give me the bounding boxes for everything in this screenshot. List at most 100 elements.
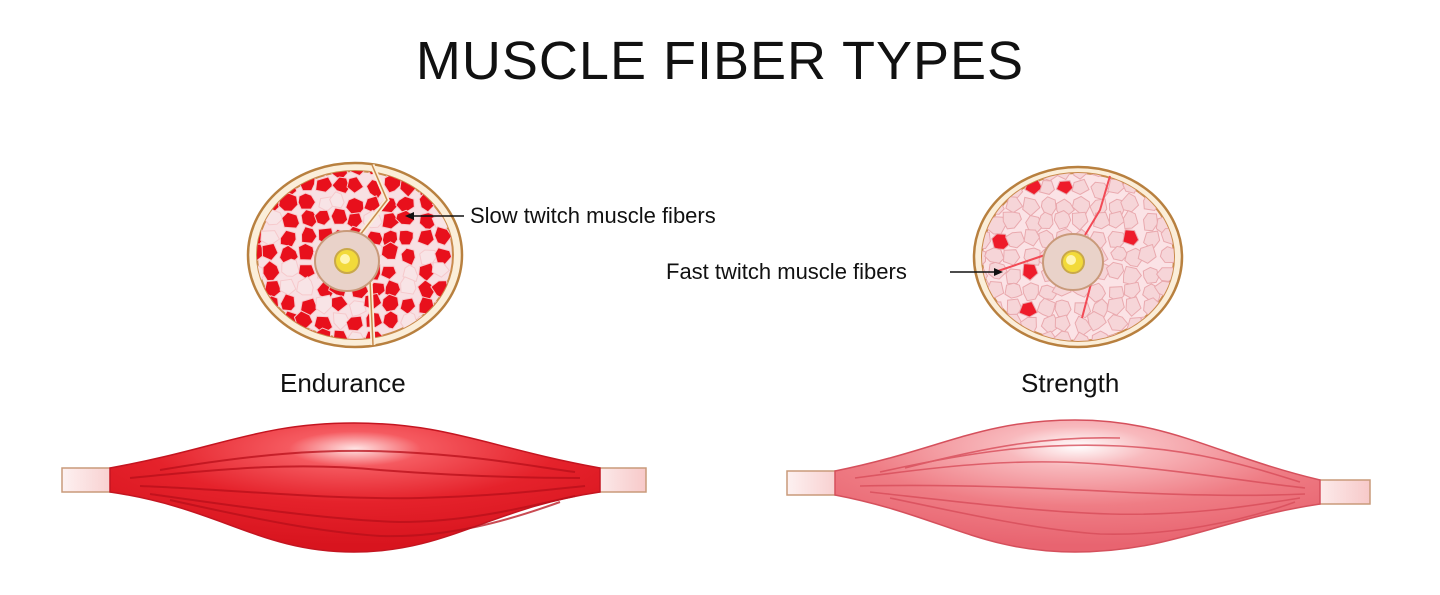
pale-fiber	[1159, 246, 1174, 264]
pale-fiber	[1107, 314, 1129, 332]
red-fiber	[380, 241, 399, 260]
fast-twitch-label: Fast twitch muscle fibers	[666, 259, 907, 284]
pale-fiber	[1004, 173, 1023, 179]
pale-fiber	[982, 249, 986, 268]
red-fiber	[382, 310, 399, 330]
red-fiber	[982, 197, 986, 216]
pale-fiber	[1073, 302, 1092, 319]
pale-fiber	[1005, 196, 1024, 214]
strength-muscle	[786, 419, 1371, 553]
red-fiber	[1122, 229, 1140, 247]
pale-fiber	[1002, 249, 1021, 266]
slow-twitch-label: Slow twitch muscle fibers	[470, 203, 716, 228]
red-fiber	[279, 293, 296, 312]
pale-fiber	[1004, 330, 1024, 341]
red-fiber	[381, 212, 401, 230]
pale-fiber	[1054, 314, 1071, 333]
pale-fiber	[1106, 296, 1125, 316]
pale-fiber	[1155, 173, 1173, 180]
pale-fiber	[982, 173, 989, 179]
red-fiber	[262, 260, 281, 282]
pale-fiber	[986, 330, 1006, 341]
pale-fiber	[1037, 211, 1054, 230]
pale-fiber	[982, 179, 993, 197]
red-fiber	[257, 171, 261, 181]
red-fiber	[261, 171, 282, 177]
slow-twitch-cross-section	[246, 161, 464, 349]
pale-fiber	[1023, 229, 1041, 247]
red-fiber	[257, 331, 267, 339]
pale-fiber	[1158, 314, 1174, 334]
slow-twitch-pointer	[405, 212, 464, 220]
fast-twitch-cross-section	[972, 165, 1184, 349]
red-fiber	[416, 228, 435, 247]
red-fiber	[346, 176, 365, 194]
diagram-title: MUSCLE FIBER TYPES	[415, 31, 1025, 91]
pale-fiber	[348, 300, 367, 317]
red-fiber	[381, 293, 400, 313]
pale-fiber	[414, 171, 434, 177]
red-fiber	[380, 265, 397, 281]
red-fiber	[330, 295, 349, 313]
pale-fiber	[1072, 331, 1090, 341]
pale-fiber	[1125, 296, 1142, 317]
pale-fiber	[1004, 282, 1023, 299]
pale-fiber	[400, 276, 417, 295]
pale-fiber	[418, 328, 437, 339]
red-fiber	[991, 233, 1010, 250]
pale-fiber	[1022, 282, 1039, 302]
pale-fiber	[329, 191, 345, 209]
red-fiber	[257, 243, 266, 262]
pale-fiber	[1002, 211, 1022, 230]
pale-fiber	[431, 262, 451, 278]
pale-fiber	[1139, 173, 1157, 180]
pale-fiber	[347, 331, 366, 339]
red-fiber	[279, 229, 297, 248]
pale-fiber	[1022, 196, 1041, 217]
red-fiber	[300, 297, 319, 318]
endurance-caption: Endurance	[280, 368, 406, 398]
red-fiber	[1055, 180, 1074, 195]
pale-fiber	[1038, 179, 1055, 195]
pale-fiber	[1105, 261, 1125, 280]
pale-fiber	[257, 316, 262, 334]
pale-fiber	[1110, 245, 1129, 262]
pale-fiber	[1142, 266, 1160, 284]
pale-fiber	[1157, 332, 1174, 341]
pale-fiber	[1142, 212, 1159, 232]
fast-twitch-pointer	[950, 268, 1003, 276]
red-fiber	[433, 225, 453, 246]
pale-fiber	[315, 294, 335, 315]
red-fiber	[297, 242, 315, 261]
red-fiber	[330, 207, 349, 225]
red-fiber	[281, 211, 301, 229]
red-fiber	[297, 192, 317, 210]
red-fiber	[1018, 300, 1038, 318]
pale-fiber	[1137, 243, 1157, 264]
red-fiber	[434, 178, 453, 197]
pale-fiber	[1038, 284, 1057, 301]
pale-fiber	[257, 298, 262, 316]
pale-fiber	[1142, 333, 1161, 341]
red-fiber	[332, 329, 350, 339]
red-fiber	[398, 229, 414, 246]
pale-fiber	[982, 318, 987, 335]
pale-fiber	[296, 276, 314, 296]
red-fiber	[345, 315, 364, 332]
red-fiber	[434, 247, 453, 265]
red-fiber	[418, 262, 436, 283]
pale-fiber	[1053, 173, 1071, 181]
red-fiber	[300, 226, 318, 244]
red-fiber	[300, 209, 320, 228]
pale-fiber	[1086, 310, 1107, 332]
pale-fiber	[1108, 210, 1125, 229]
pale-fiber	[1005, 268, 1021, 285]
red-fiber	[257, 196, 262, 214]
red-fiber	[257, 173, 265, 193]
pale-fiber	[1071, 211, 1089, 231]
red-fiber	[315, 176, 334, 193]
pale-fiber	[1053, 210, 1072, 230]
strength-caption: Strength	[1021, 368, 1120, 398]
red-fiber	[261, 242, 279, 262]
